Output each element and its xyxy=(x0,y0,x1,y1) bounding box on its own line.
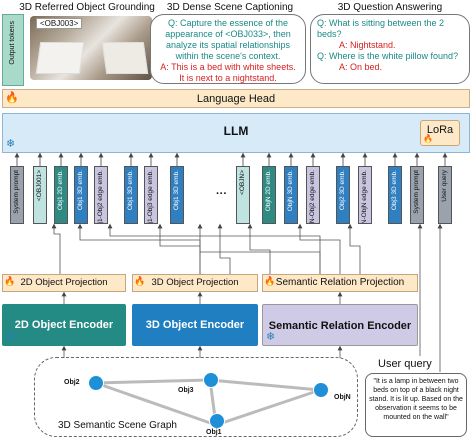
caption-question: Q: Capture the essence of the appearance… xyxy=(165,18,291,61)
token-label: ObjN 3D emb. xyxy=(287,170,294,212)
qa-question-1: Q: What is sitting between the 2 beds? xyxy=(317,18,445,39)
token-label: Obj3 3D emb. xyxy=(391,170,398,211)
snowflake-icon: ❄ xyxy=(266,331,276,343)
encoder-2d: 2D Object Encoder xyxy=(2,304,126,346)
fire-icon: 🔥 xyxy=(423,134,433,143)
graph-label-obj2: Obj2 xyxy=(64,379,80,386)
fire-icon: 🔥 xyxy=(4,276,16,286)
user-query-box: "It is a lamp in between two beds on top… xyxy=(365,373,467,437)
token-5: Obj1 3D emb. xyxy=(124,166,138,224)
fire-icon: 🔥 xyxy=(264,276,276,286)
token-label: Obj1 3D emb. xyxy=(127,170,134,211)
projection-3d: 3D Object Projection xyxy=(132,274,258,292)
token-label: ObjN-Obj2 edge emb. xyxy=(309,170,316,224)
token-9: <OBJN> xyxy=(236,166,250,224)
user-query-text: "It is a lamp in between two beds on top… xyxy=(369,378,463,421)
lora-label: LoRa xyxy=(426,124,454,136)
token-10: ObjN 2D emb. xyxy=(262,166,276,224)
encoder-semantic-label: Semantic Relation Encoder xyxy=(268,320,412,332)
token-11: ObjN 3D emb. xyxy=(284,166,298,224)
fire-icon: 🔥 xyxy=(5,92,19,104)
qa-question-2: Q: Where is the white pillow found? xyxy=(317,51,459,61)
token-12: ObjN-Obj2 edge emb. xyxy=(306,166,320,224)
token-label: Obj1 3D emb. xyxy=(173,170,180,211)
graph-node-obj2 xyxy=(88,375,104,391)
token-label: Obj1-Obj2 edge emb. xyxy=(97,170,104,224)
scene-image: <OBJ003> xyxy=(30,16,152,80)
token-1: <OBJ001> xyxy=(33,166,47,224)
graph-label-obj3: Obj3 xyxy=(178,387,194,394)
token-label: ObjN 2D emb. xyxy=(265,170,272,212)
fire-icon: 🔥 xyxy=(134,276,146,286)
snowflake-icon: ❄ xyxy=(6,138,16,150)
token-label: Obj1 2D emb. xyxy=(57,170,64,211)
snowflake-icon: ❄ xyxy=(136,331,146,343)
scene-graph-title: 3D Semantic Scene Graph xyxy=(58,420,177,431)
graph-node-obj3 xyxy=(203,372,219,388)
caption-bubble: Q: Capture the essence of the appearance… xyxy=(150,14,306,84)
token-4: Obj1-Obj2 edge emb. xyxy=(94,166,108,224)
language-head-label: Language Head xyxy=(196,93,276,105)
llm-title: LLM xyxy=(223,124,249,138)
token-16: System prompt xyxy=(410,166,424,224)
token-label: Obj1 3D emb. xyxy=(77,170,84,211)
snowflake-icon: ❄ xyxy=(6,331,16,343)
encoder-semantic: Semantic Relation Encoder xyxy=(262,304,418,346)
qa-answer-2: A: On bed. xyxy=(339,62,383,72)
scene-graph-box xyxy=(34,357,358,437)
token-label: User query xyxy=(441,170,448,202)
token-label: ObjN-ObjN edge emb. xyxy=(361,170,368,224)
object-tag: <OBJ003> xyxy=(36,18,83,29)
llm-block: LLM xyxy=(2,113,470,153)
token-15: Obj3 3D emb. xyxy=(388,166,402,224)
qa-title: 3D Question Answering xyxy=(337,2,443,13)
user-query-title: User query xyxy=(378,358,432,370)
graph-label-objn: ObjN xyxy=(334,394,351,401)
token-13: Obj2 3D emb. xyxy=(336,166,350,224)
token-14: ObjN-ObjN edge emb. xyxy=(358,166,372,224)
language-head: Language Head xyxy=(2,89,470,108)
captioning-title: 3D Dense Scene Captioning xyxy=(166,2,294,13)
token-17: User query xyxy=(438,166,452,224)
token-3: Obj1 3D emb. xyxy=(74,166,88,224)
output-tokens-bar: Output tokens xyxy=(2,14,24,86)
token-ellipsis: ··· xyxy=(216,188,227,200)
caption-answer: A: This is a bed with white sheets. It i… xyxy=(160,62,296,83)
lora-block: LoRa xyxy=(420,120,460,146)
projection-2d-label: 2D Object Projection xyxy=(20,277,108,288)
token-7: Obj1 3D emb. xyxy=(170,166,184,224)
qa-bubble: Q: What is sitting between the 2 beds? A… xyxy=(310,14,470,84)
token-label: Obj1-Obj3 edge emb. xyxy=(147,170,154,224)
grounding-title: 3D Referred Object Grounding xyxy=(19,2,155,13)
token-2: Obj1 2D emb. xyxy=(54,166,68,224)
encoder-3d: 3D Object Encoder xyxy=(132,304,258,346)
token-6: Obj1-Obj3 edge emb. xyxy=(144,166,158,224)
graph-node-obj1 xyxy=(209,413,225,429)
projection-3d-label: 3D Object Projection xyxy=(151,277,239,288)
token-label: <OBJN> xyxy=(239,170,246,195)
encoder-3d-label: 3D Object Encoder xyxy=(145,319,245,331)
encoder-2d-label: 2D Object Encoder xyxy=(14,319,114,331)
token-0: System prompt xyxy=(10,166,24,224)
token-label: System prompt xyxy=(413,170,420,214)
projection-2d: 2D Object Projection xyxy=(2,274,126,292)
token-label: <OBJ001> xyxy=(36,170,43,202)
qa-answer-1: A: Nightstand. xyxy=(339,40,396,50)
projection-semantic: Semantic Relation Projection xyxy=(262,274,418,292)
token-label: Obj2 3D emb. xyxy=(339,170,346,211)
projection-semantic-label: Semantic Relation Projection xyxy=(275,277,405,288)
graph-label-obj1: Obj1 xyxy=(206,429,222,436)
graph-node-objn xyxy=(313,382,329,398)
token-label: System prompt xyxy=(13,170,20,214)
